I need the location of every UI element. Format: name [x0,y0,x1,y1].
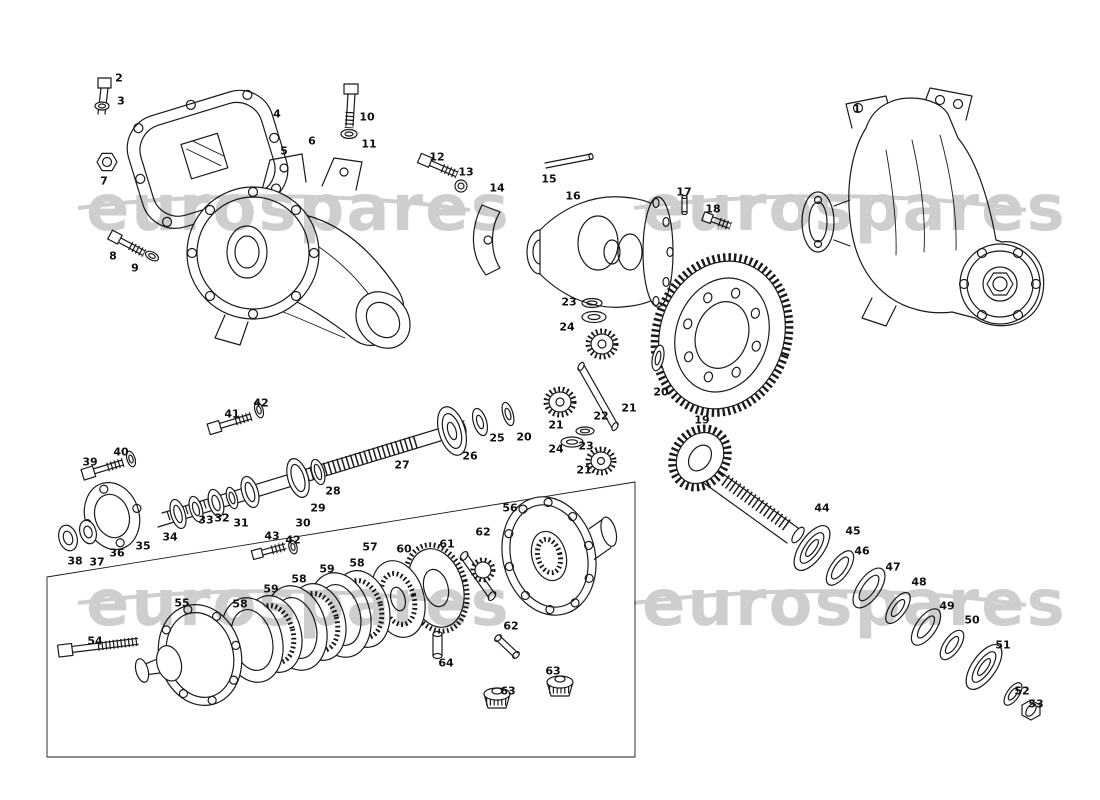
watermark-text: eurospares [642,172,1067,246]
bevel-gear-63-a [483,687,511,709]
watermark-text: eurospares [86,567,511,641]
bolt-2-washer-3 [94,77,112,115]
axle-shaft-assembly [57,401,515,552]
carrier-housing-right [801,87,1045,327]
bolt-18 [701,211,733,231]
pin-15 [544,152,594,169]
differential-case [526,196,674,308]
bolt-39-washer-40 [80,450,137,481]
bolt-8-washer-9 [107,229,160,262]
crown-wheel [650,253,794,417]
lock-plate-14 [472,204,501,276]
bolt-10-washer-11 [340,83,359,140]
plug-7 [96,152,118,172]
carrier-housing-left [186,153,411,349]
watermark-layer: eurospares eurospares eurospares eurospa… [77,172,1067,641]
bolt-43-washer-42 [250,539,298,561]
bolt-12-washer-13 [416,152,468,193]
spider-pin-62 [494,634,520,659]
spider-gear-cluster [543,297,665,476]
watermark-text: eurospares [86,172,511,246]
bolt-54 [56,636,140,658]
watermark-text: eurospares [642,567,1067,641]
pinion-shaft-assembly [668,424,1041,721]
frame-border [46,481,636,758]
pin-64 [432,630,443,660]
stud-17 [681,194,688,216]
bevel-gear-63-b [546,675,574,697]
bolt-41-washer-42 [206,401,265,436]
